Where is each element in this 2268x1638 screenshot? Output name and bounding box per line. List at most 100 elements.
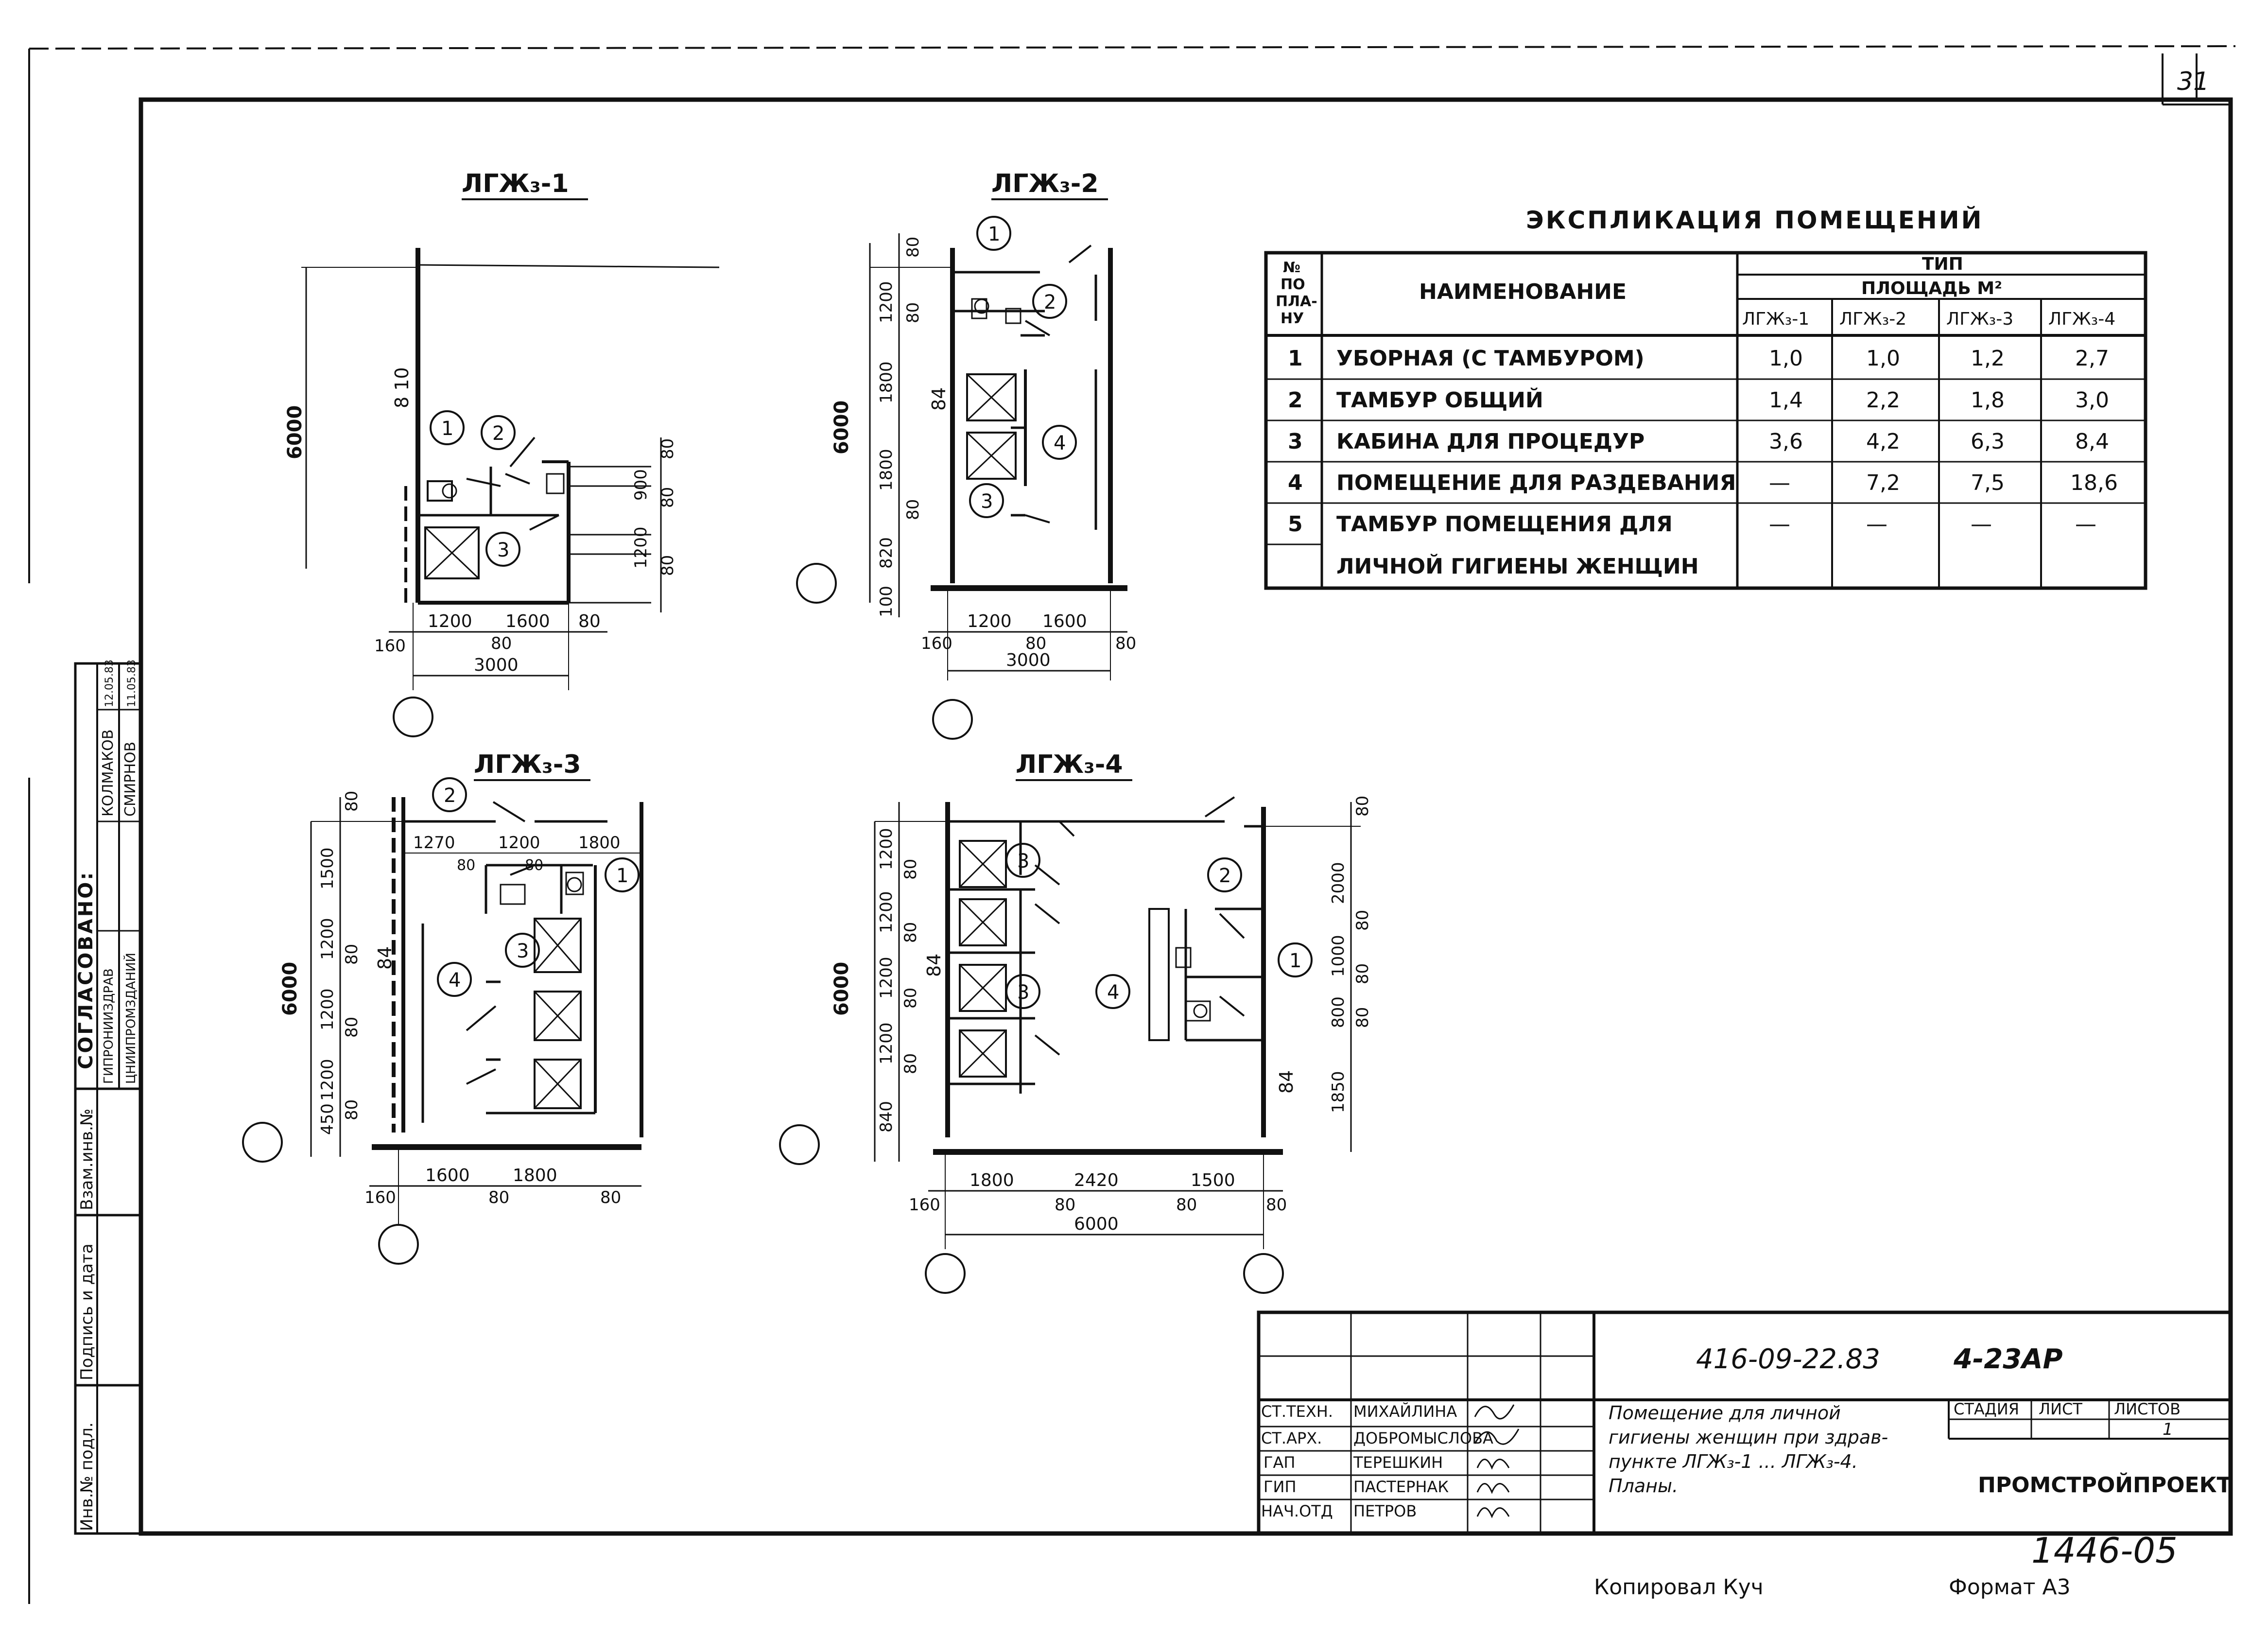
plan-4-dim-84l: 84 xyxy=(923,954,945,977)
plan-4-dim-80c: 80 xyxy=(901,988,920,1009)
row-1-name: УБОРНАЯ (С ТАМБУРОМ) xyxy=(1336,346,1645,371)
row-2-v1: 1,4 xyxy=(1769,388,1803,413)
description-line-2: гигиены женщин при здрав- xyxy=(1609,1427,1888,1448)
plan-1-dim-810: 8 10 xyxy=(391,367,413,408)
plan-3-mark-3: 3 xyxy=(517,940,529,962)
approval-org-2: ЦНИИПРОМЗДАНИЙ xyxy=(123,953,139,1084)
role-4: ГИП xyxy=(1264,1478,1297,1496)
plan-1-dim-3000: 3000 xyxy=(474,655,519,675)
row-4-v2: 7,2 xyxy=(1866,470,1900,495)
name-1: МИХАЙЛИНА xyxy=(1353,1402,1457,1421)
plan-2-dim-84: 84 xyxy=(928,387,950,411)
row-5-v1: — xyxy=(1769,512,1790,537)
plan-1-dim-80m: 80 xyxy=(491,634,512,653)
plan-2-dim-1800b: 1800 xyxy=(877,449,896,491)
type-header-4: ЛГЖ₃-4 xyxy=(2048,309,2115,329)
row-5-v2: — xyxy=(1866,512,1887,537)
inv-col-2: Подпись и дата xyxy=(77,1243,97,1380)
plan-4-dim-1200c: 1200 xyxy=(877,957,896,999)
plan-4-dim-1200a: 1200 xyxy=(877,828,896,870)
plan-3-dim-450: 450 xyxy=(318,1103,337,1135)
plan-4-mark-3a: 3 xyxy=(1017,850,1029,872)
plan-3-dim-80b: 80 xyxy=(342,1017,362,1038)
col-no-1: № xyxy=(1283,259,1300,276)
approval-org-1: ГИПРОНИИЗДРАВ xyxy=(102,968,116,1084)
plan-2-mark-1: 1 xyxy=(988,223,1000,245)
role-2: СТ.АРХ. xyxy=(1261,1429,1322,1447)
copied-by: Копировал Куч xyxy=(1594,1575,1764,1600)
plan-4-r-2000: 2000 xyxy=(1329,862,1348,904)
row-5-name: ТАМБУР ПОМЕЩЕНИЯ ДЛЯ xyxy=(1336,512,1673,537)
plan-1-dim-1200: 1200 xyxy=(428,611,472,631)
plan-4-dim-80d: 80 xyxy=(901,1053,920,1074)
plan-3-mark-1: 1 xyxy=(616,865,628,887)
plan-lgzh3-2: ЛГЖ₃-2 1 2 3 4 80 120 xyxy=(796,169,1136,740)
plan-4-r-80t: 80 xyxy=(1353,796,1372,817)
approval-date-1: 12.05.83 xyxy=(104,660,116,707)
plan-4-mark-4: 4 xyxy=(1107,981,1119,1004)
name-4: ПАСТЕРНАК xyxy=(1353,1478,1449,1496)
plan-4-h-80b: 80 xyxy=(1176,1195,1197,1215)
sheet-number: 31 xyxy=(2177,67,2209,96)
title-block: 416-09-22.83 4-23АР СТ.ТЕХН. МИХАЙЛИНА С… xyxy=(1257,1310,2233,1535)
plan-1-dim-80r: 80 xyxy=(578,611,601,631)
plan-3-dim-1200c: 1200 xyxy=(318,1059,337,1101)
plan-4-r-80a: 80 xyxy=(1353,910,1372,931)
plan-2-mark-4: 4 xyxy=(1054,432,1066,454)
row-3-v1: 3,6 xyxy=(1769,429,1803,454)
doc-code: 416-09-22.83 xyxy=(1696,1343,1880,1375)
plan-3-top-80b: 80 xyxy=(525,857,543,874)
plan-4-dim-80b: 80 xyxy=(901,922,920,943)
description-line-4: Планы. xyxy=(1609,1475,1678,1497)
plan-lgzh3-4: ЛГЖ₃-4 xyxy=(779,750,1372,1294)
row-2-v3: 1,8 xyxy=(1971,388,2005,413)
signatures xyxy=(1474,1404,1520,1518)
plan-1-dim-1200v: 1200 xyxy=(631,526,651,569)
plan-3-h-1600: 1600 xyxy=(425,1166,470,1185)
plan-3-mark-2: 2 xyxy=(444,784,456,807)
row-3-name: КАБИНА ДЛЯ ПРОЦЕДУР xyxy=(1336,429,1645,454)
plan-1-dim-160: 160 xyxy=(374,636,406,656)
row-4-v1: — xyxy=(1769,470,1790,495)
plan-2-dim-1800a: 1800 xyxy=(877,361,896,403)
type-header-2: ЛГЖ₃-2 xyxy=(1839,309,1906,329)
format-label: Формат А3 xyxy=(1949,1575,2071,1600)
col-no-4: НУ xyxy=(1281,310,1304,327)
col-no-3: ПЛА- xyxy=(1276,293,1317,310)
row-6-name: ЛИЧНОЙ ГИГИЕНЫ ЖЕНЩИН xyxy=(1336,553,1699,579)
name-5: ПЕТРОВ xyxy=(1353,1502,1417,1520)
col-no-2: ПО xyxy=(1281,276,1305,293)
col-type-header: ТИП xyxy=(1922,254,1963,274)
plan-2-h-80m: 80 xyxy=(1025,634,1046,653)
plan-3-top-1270: 1270 xyxy=(413,833,455,853)
plan-1-dim-6000: 6000 xyxy=(284,405,306,459)
plan-1-mark-1: 1 xyxy=(441,418,453,440)
plan-4-h-80r: 80 xyxy=(1266,1195,1287,1215)
plan-3-dim-84: 84 xyxy=(374,946,396,970)
type-header-3: ЛГЖ₃-3 xyxy=(1946,309,2013,329)
col-name-header: НАИМЕНОВАНИЕ xyxy=(1419,279,1627,304)
sheets-value: 1 xyxy=(2163,1420,2173,1439)
type-header-1: ЛГЖ₃-1 xyxy=(1742,309,1809,329)
plan-3-dim-1500: 1500 xyxy=(318,847,337,889)
plan-4-h-1500: 1500 xyxy=(1191,1170,1235,1190)
row-2-no: 2 xyxy=(1288,388,1303,413)
plan-4-r-80c: 80 xyxy=(1353,1007,1372,1028)
plan-4-dim-1200d: 1200 xyxy=(877,1022,896,1064)
sheets-label: ЛИСТОВ xyxy=(2114,1400,2181,1418)
sheet-code: 4-23АР xyxy=(1953,1343,2063,1375)
plan-3-top-1800: 1800 xyxy=(578,833,621,853)
plan-3-mark-4: 4 xyxy=(449,969,461,992)
plan-2-dim-1200: 1200 xyxy=(877,281,896,323)
plan-3-h-160: 160 xyxy=(364,1188,396,1207)
row-1-v4: 2,7 xyxy=(2075,346,2109,371)
row-1-v2: 1,0 xyxy=(1866,346,1900,371)
plan-4-r-80b: 80 xyxy=(1353,963,1372,984)
plan-2-h-1600: 1600 xyxy=(1042,611,1087,631)
plan-1-mark-2: 2 xyxy=(492,422,504,445)
approval-title: СОГЛАСОВАНО: xyxy=(75,871,97,1069)
plan-3-dim-1200b: 1200 xyxy=(318,988,337,1030)
plan-2-title: ЛГЖ₃-2 xyxy=(991,169,1099,198)
row-5-no: 5 xyxy=(1288,512,1303,537)
plan-3-top-1200: 1200 xyxy=(498,833,540,853)
